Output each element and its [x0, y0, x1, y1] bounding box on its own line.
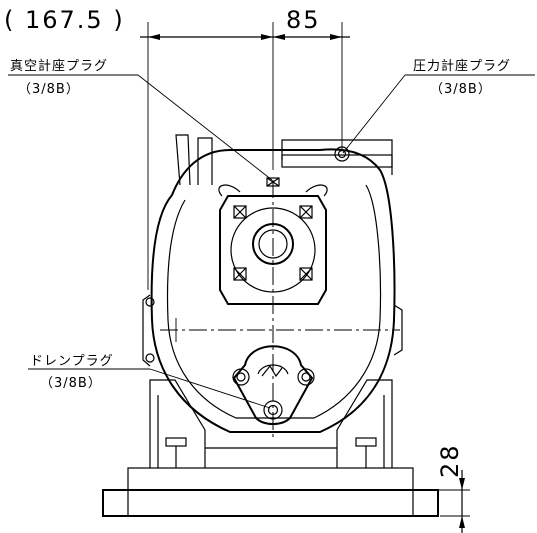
label-pressure-plug: 圧力計座プラグ: [413, 58, 511, 74]
base-height-dimension: [416, 470, 470, 533]
flange-bolt-tl: [233, 205, 247, 219]
suction-flange: [218, 146, 350, 305]
dimension-base-height: 28: [436, 443, 464, 478]
label-drain-plug-size: （3/8B）: [40, 376, 102, 391]
pump-casing: [142, 134, 403, 433]
base-plate: [102, 379, 439, 517]
flange-bolt-tr: [299, 205, 313, 219]
drain-cover: [232, 345, 315, 425]
dimension-width-total: ( 167.5 ): [4, 6, 125, 34]
flange-bolt-br: [299, 267, 313, 281]
top-dimension-lines: [140, 22, 350, 290]
dimension-half-width: 85: [286, 6, 321, 34]
label-vacuum-plug-size: （3/8B）: [18, 82, 80, 97]
label-drain-plug: ドレンプラグ: [30, 354, 114, 369]
label-vacuum-plug: 真空計座プラグ: [10, 58, 108, 74]
label-pressure-plug-size: （3/8B）: [430, 82, 492, 97]
flange-bolt-bl: [233, 267, 247, 281]
